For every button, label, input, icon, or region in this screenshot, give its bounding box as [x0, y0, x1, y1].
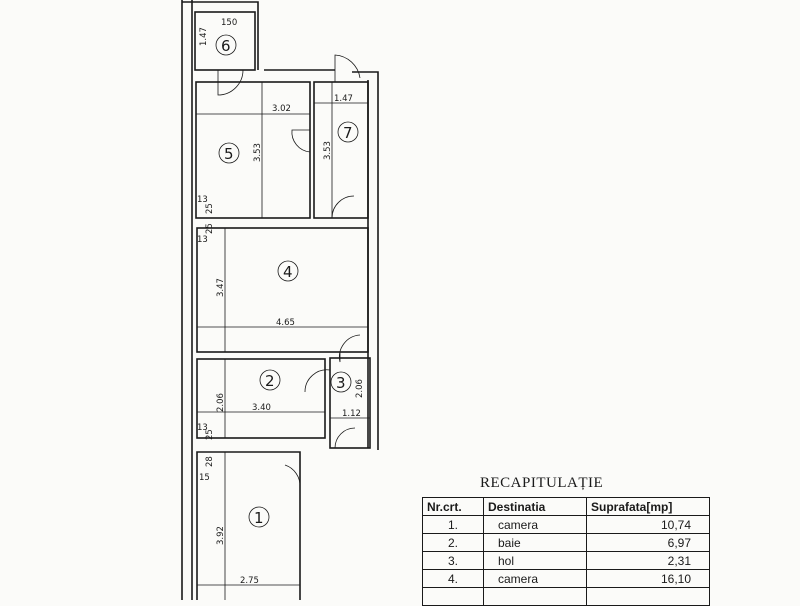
- header-destinatia: Destinatia: [483, 497, 587, 516]
- room-numbers: 6 5 7 4 2 3 1: [215, 34, 359, 528]
- header-suprafata: Suprafata[mp]: [586, 497, 710, 516]
- svg-text:25: 25: [205, 429, 215, 440]
- svg-text:25: 25: [205, 223, 215, 234]
- room-3-walls: [329, 357, 371, 449]
- room-number: 6: [221, 37, 231, 55]
- svg-text:13: 13: [197, 235, 208, 245]
- svg-text:3.53: 3.53: [323, 141, 333, 160]
- room-1-walls: [196, 451, 301, 600]
- svg-text:2.06: 2.06: [216, 393, 226, 412]
- svg-text:28: 28: [205, 456, 215, 467]
- summary-title: RECAPITULAȚIE: [480, 475, 604, 491]
- room-7-door-top: [334, 54, 361, 82]
- room-2-door: [304, 369, 331, 393]
- room-6-walls: [194, 11, 256, 71]
- svg-text:3.40: 3.40: [252, 403, 271, 413]
- svg-text:13: 13: [197, 195, 208, 205]
- svg-text:3.53: 3.53: [253, 143, 263, 162]
- outer-wall: [181, 0, 379, 600]
- header-nr: Nr.crt.: [422, 497, 484, 516]
- room-number: 1: [254, 509, 264, 527]
- room-7-walls: [313, 81, 369, 219]
- svg-text:3.92: 3.92: [216, 526, 226, 545]
- svg-text:1.47: 1.47: [334, 94, 353, 104]
- room-number: 2: [265, 372, 275, 390]
- svg-text:15: 15: [199, 473, 210, 483]
- svg-text:2.06: 2.06: [355, 379, 365, 398]
- table-header: Nr.crt. Destinatia Suprafata[mp]: [422, 497, 710, 516]
- dimensions: 150 1.47 3.02 3.53 13 25 1.47 3.53 13 25…: [197, 18, 365, 586]
- svg-text:13: 13: [197, 423, 208, 433]
- room-7-door-bottom: [331, 195, 355, 219]
- room-1-door: [284, 464, 301, 488]
- room-5-door: [291, 129, 311, 153]
- svg-text:1.12: 1.12: [342, 409, 361, 419]
- room-5-walls: [195, 81, 311, 219]
- room-number: 4: [283, 263, 293, 281]
- room-2-walls: [196, 358, 326, 439]
- room-4-door: [339, 334, 361, 363]
- room-number: 5: [224, 145, 234, 163]
- summary-table: Nr.crt. Destinatia Suprafata[mp] 1.camer…: [422, 497, 710, 606]
- room-number: 3: [336, 374, 346, 392]
- room-3-door: [334, 427, 356, 449]
- room-4-walls: [196, 227, 369, 353]
- svg-text:1.47: 1.47: [199, 27, 209, 46]
- svg-text:3.02: 3.02: [272, 104, 291, 114]
- svg-text:25: 25: [205, 203, 215, 214]
- svg-text:2.75: 2.75: [240, 576, 259, 586]
- table-row-cut-off: [422, 587, 710, 606]
- svg-text:3.47: 3.47: [216, 278, 226, 297]
- room-6-door: [217, 69, 244, 96]
- svg-text:150: 150: [221, 18, 237, 28]
- svg-text:4.65: 4.65: [276, 318, 295, 328]
- room-number: 7: [343, 124, 353, 142]
